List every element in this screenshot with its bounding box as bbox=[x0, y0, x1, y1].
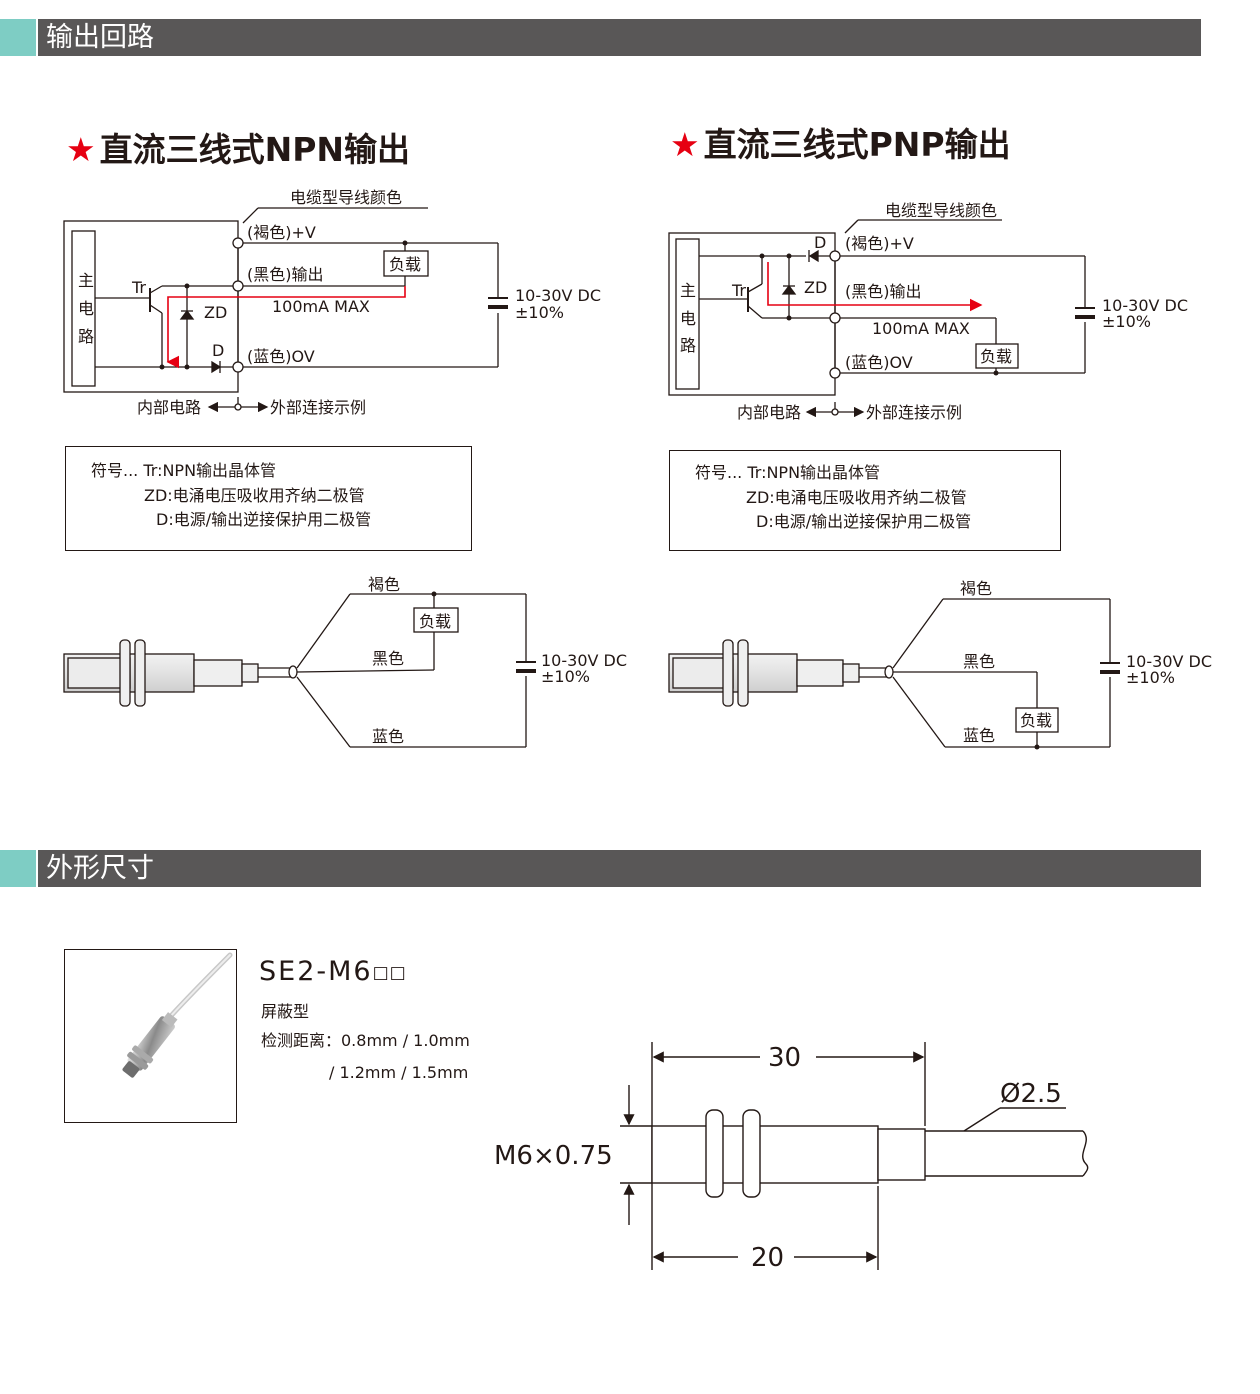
svg-text:主: 主 bbox=[680, 281, 696, 300]
external-label: 外部连接示例 bbox=[270, 398, 366, 417]
star-icon: ★ bbox=[66, 130, 96, 169]
load-label: 负载 bbox=[1020, 711, 1052, 730]
internal-label: 内部电路 bbox=[137, 398, 201, 417]
svg-text:路: 路 bbox=[680, 336, 696, 355]
section-bar bbox=[38, 19, 1201, 56]
svg-text:路: 路 bbox=[78, 327, 94, 346]
tr-label: Tr bbox=[131, 278, 146, 297]
d-label: D bbox=[212, 341, 224, 360]
load-label: 负载 bbox=[980, 347, 1012, 366]
max-current-label: 100mA MAX bbox=[272, 297, 370, 316]
pnp-wiring-labels: 褐色 负载 黑色 蓝色 10-30V DC ±10% bbox=[960, 579, 1212, 745]
external-label: 外部连接示例 bbox=[866, 403, 962, 422]
model-suffix: □□ bbox=[372, 963, 407, 983]
section-accent bbox=[0, 19, 36, 56]
load-label: 负载 bbox=[419, 612, 451, 631]
product-type: 屏蔽型 bbox=[261, 1002, 310, 1021]
wire-black-label: 黑色 bbox=[372, 649, 404, 668]
pnp-circuit bbox=[668, 219, 1095, 418]
product-photo bbox=[64, 949, 237, 1123]
wire-blue-label: 蓝色 bbox=[963, 726, 995, 745]
section-bar bbox=[38, 850, 1201, 887]
section-header-output: 输出回路 bbox=[0, 19, 1201, 56]
npn-circuit bbox=[63, 207, 508, 413]
legend-line: 符号... Tr:NPN输出晶体管 bbox=[91, 461, 277, 480]
main-circuit-char: 主 bbox=[78, 271, 94, 290]
black-out-label: (黑色)输出 bbox=[845, 282, 922, 301]
dim-cable-dia: Ø2.5 bbox=[1000, 1079, 1062, 1109]
pnp-legend-box: 符号... Tr:NPN输出晶体管 ZD:电涌电压吸收用齐纳二极管 D:电源/输… bbox=[669, 450, 1061, 551]
section-title: 外形尺寸 bbox=[46, 853, 154, 884]
supply-label: 10-30V DC bbox=[515, 286, 601, 305]
legend-line: 符号... Tr:NPN输出晶体管 bbox=[695, 463, 881, 482]
dimension-drawing bbox=[620, 1042, 1089, 1270]
tolerance-label: ±10% bbox=[1102, 312, 1151, 331]
supply-label: 10-30V DC bbox=[1126, 652, 1212, 671]
star-icon: ★ bbox=[670, 125, 700, 164]
legend-line: ZD:电涌电压吸收用齐纳二极管 bbox=[746, 488, 967, 507]
npn-wiring-labels: 褐色 负载 黑色 蓝色 10-30V DC ±10% bbox=[368, 575, 627, 746]
pnp-circuit-labels: 电缆型导线颜色 主 电 路 (褐色)+V (黑色)输出 (蓝色)OV 负载 Tr… bbox=[680, 201, 1188, 422]
internal-label: 内部电路 bbox=[737, 403, 801, 422]
svg-text:电: 电 bbox=[78, 299, 94, 318]
tolerance-label: ±10% bbox=[1126, 668, 1175, 687]
legend-line: D:电源/输出逆接保护用二极管 bbox=[756, 512, 972, 531]
pnp-wiring bbox=[668, 598, 1120, 750]
section-accent bbox=[0, 850, 36, 887]
wire-brown-label: 褐色 bbox=[368, 575, 400, 594]
detection-distance: 检测距离：0.8mm / 1.0mm bbox=[261, 1031, 470, 1050]
wire-brown-label: 褐色 bbox=[960, 579, 992, 598]
dim-total-length: 30 bbox=[768, 1043, 801, 1073]
zd-label: ZD bbox=[204, 303, 227, 322]
dim-thread: M6×0.75 bbox=[494, 1141, 613, 1171]
black-out-label: (黑色)输出 bbox=[247, 265, 324, 284]
section-header-dimensions: 外形尺寸 bbox=[0, 850, 1201, 887]
supply-label: 10-30V DC bbox=[1102, 296, 1188, 315]
model-name: SE2-M6□□ bbox=[259, 956, 407, 987]
legend-line: ZD:电涌电压吸收用齐纳二极管 bbox=[144, 486, 365, 505]
detection-distance-cont: / 1.2mm / 1.5mm bbox=[329, 1063, 469, 1082]
brown-v-label: (褐色)+V bbox=[247, 223, 316, 242]
npn-wiring bbox=[63, 591, 536, 748]
cable-color-label: 电缆型导线颜色 bbox=[885, 201, 997, 220]
blue-0v-label: (蓝色)OV bbox=[247, 347, 315, 366]
wire-black-label: 黑色 bbox=[963, 652, 995, 671]
brown-v-label: (褐色)+V bbox=[845, 234, 914, 253]
tr-label: Tr bbox=[731, 281, 746, 300]
dimension-labels: 30 20 M6×0.75 Ø2.5 bbox=[494, 1043, 1062, 1273]
tolerance-label: ±10% bbox=[515, 303, 564, 322]
npn-title: ★直流三线式NPN输出 bbox=[66, 130, 411, 169]
sensor-photo-image bbox=[122, 952, 233, 1078]
blue-0v-label: (蓝色)OV bbox=[845, 353, 913, 372]
npn-circuit-labels: 电缆型导线颜色 主 电 路 (褐色)+V (黑色)输出 (蓝色)OV 负载 Tr… bbox=[78, 188, 601, 417]
tolerance-label: ±10% bbox=[541, 667, 590, 686]
section-title: 输出回路 bbox=[46, 22, 154, 53]
wire-blue-label: 蓝色 bbox=[372, 727, 404, 746]
cable-color-label: 电缆型导线颜色 bbox=[290, 188, 402, 207]
legend-line: D:电源/输出逆接保护用二极管 bbox=[156, 510, 372, 529]
npn-legend-box: 符号... Tr:NPN输出晶体管 ZD:电涌电压吸收用齐纳二极管 D:电源/输… bbox=[65, 446, 472, 551]
max-current-label: 100mA MAX bbox=[872, 319, 970, 338]
pnp-title: ★直流三线式PNP输出 bbox=[670, 125, 1011, 164]
supply-label: 10-30V DC bbox=[541, 651, 627, 670]
dim-body-length: 20 bbox=[751, 1243, 784, 1273]
svg-text:电: 电 bbox=[680, 309, 696, 328]
zd-label: ZD bbox=[804, 278, 827, 297]
d-label: D bbox=[814, 233, 826, 252]
load-label: 负载 bbox=[389, 255, 421, 274]
